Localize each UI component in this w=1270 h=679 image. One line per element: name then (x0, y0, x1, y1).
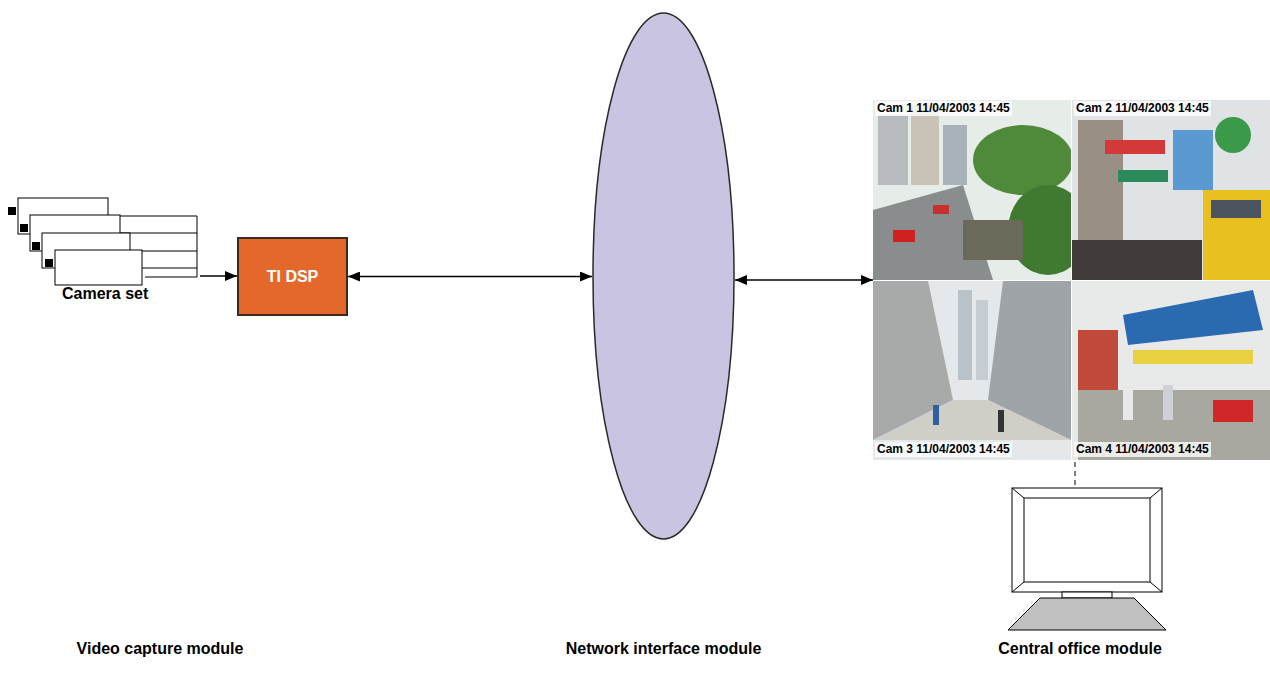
box-label: TI DSP (265, 267, 321, 286)
camera-bodies (18, 198, 197, 285)
camera-caption: Cam 1 11/04/2003 14:45 (875, 101, 1012, 116)
module-label: Network interface module (566, 640, 762, 658)
connector-arrow (200, 275, 237, 276)
camera-lenses (8, 207, 53, 267)
connector-arrow (348, 276, 592, 277)
dsp-box: TI DSP (237, 237, 348, 316)
grid-dividers (873, 100, 1270, 460)
camera-caption: Cam 3 11/04/2003 14:45 (875, 442, 1012, 457)
module-label: Video capture module (77, 640, 244, 658)
node-label: Camera set (62, 285, 148, 303)
camera-view-2 (1072, 100, 1270, 280)
camera-view-1 (873, 100, 1088, 280)
connector-arrow (735, 279, 873, 280)
video-wall-illustration (873, 100, 1270, 460)
ellipse-outline (592, 12, 735, 540)
camera-caption: Cam 2 11/04/2003 14:45 (1074, 101, 1211, 116)
monitor-symbol (1008, 488, 1166, 630)
module-label: Central office module (998, 640, 1162, 658)
camera-caption: Cam 4 11/04/2003 14:45 (1074, 442, 1211, 457)
dashed-link (1075, 462, 1076, 488)
video-wall-node: Cam 1 11/04/2003 14:45 Cam 2 11/04/2003 1… (873, 100, 1270, 460)
camera-view-4 (1072, 281, 1270, 460)
camera-set-node: Camera set (0, 185, 200, 315)
camera-view-3 (873, 281, 1071, 460)
network-ellipse: Network interface module (592, 12, 735, 540)
